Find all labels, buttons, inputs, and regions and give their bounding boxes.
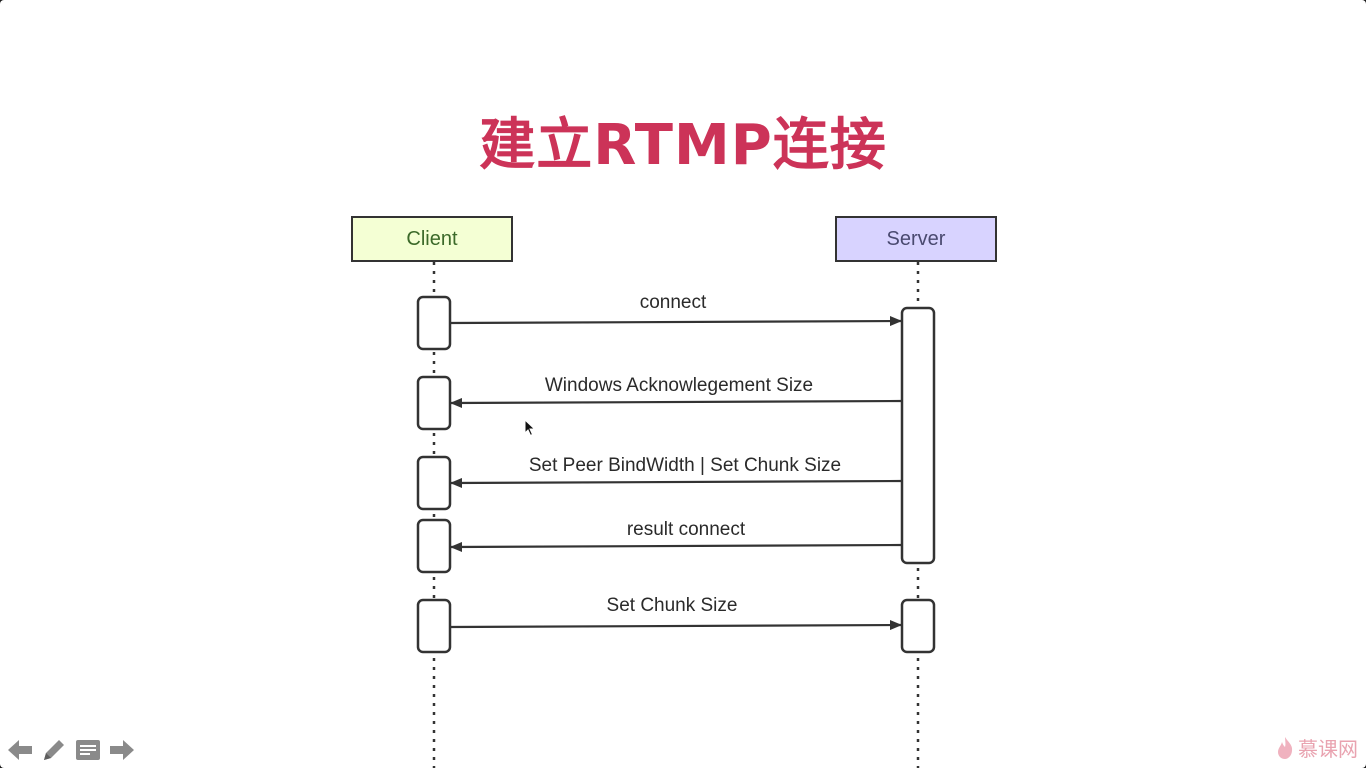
message-arrow [449,620,902,631]
flame-icon [1278,736,1293,759]
message-label: result connect [627,519,746,540]
server-activation [900,598,936,654]
menu-icon[interactable] [74,736,102,764]
message-label: Set Chunk Size [607,595,738,616]
participant-server: Server [835,216,997,262]
client-activation [416,518,452,574]
slide-title: 建立RTMP连接 [479,113,887,178]
arrow-left-icon[interactable] [6,736,34,764]
presentation-toolbar [6,736,136,764]
message-arrow [449,316,902,327]
client-activation [416,295,452,351]
brand-text: 慕课网 [1298,737,1358,761]
message-label: Windows Acknowlegement Size [545,375,813,396]
mouse-cursor-icon [524,419,536,437]
message-arrow [450,541,903,552]
arrow-right-icon[interactable] [108,736,136,764]
brand-watermark: 慕课网 [1276,733,1358,762]
participant-client: Client [351,216,513,262]
message-label: Set Peer BindWidth | Set Chunk Size [529,455,841,476]
client-activation [416,598,452,654]
client-activation [416,375,452,431]
pencil-icon[interactable] [40,736,68,764]
message-arrow [450,477,903,488]
message-arrow [450,397,903,408]
message-label: connect [640,292,707,313]
client-activation [416,455,452,511]
server-activation [900,306,936,565]
